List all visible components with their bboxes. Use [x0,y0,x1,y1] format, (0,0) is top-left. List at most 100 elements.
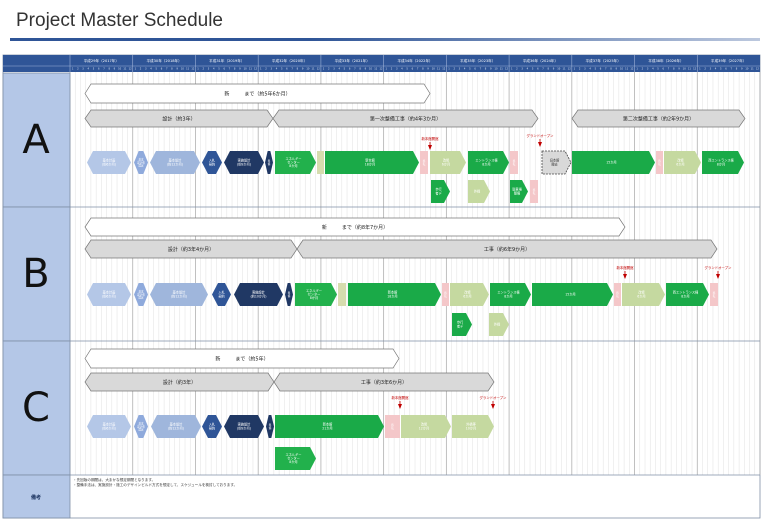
month-label: 1 [385,67,387,70]
task-bar [212,283,231,306]
phase-label: 第一次整備工事（約4年3か月） [370,115,441,122]
month-label: 7 [291,67,293,70]
month-label: 12 [693,67,697,70]
month-label: 5 [155,67,157,70]
month-label: 5 [218,67,220,70]
task-bar [468,180,490,203]
month-label: 3 [647,67,649,70]
month-label: 1 [574,67,576,70]
milestone-marker-icon [623,274,627,279]
month-label: 10 [494,67,498,70]
task-label: 入札契約 [209,422,216,431]
task-label: 外構 [474,189,481,194]
task-bar [134,415,148,438]
month-label: 11 [562,67,566,70]
month-label: 6 [725,67,727,70]
month-label: 10 [745,67,749,70]
month-label: 6 [349,67,351,70]
month-label: 4 [527,67,529,70]
month-label: 11 [123,67,127,70]
task-bar [275,151,316,174]
task-bar [266,415,274,438]
task-label: 入札契約 [209,158,216,167]
task-label: 15か月 [606,160,616,165]
milestone-label: グランドオープン [705,265,733,270]
month-label: 7 [480,67,482,70]
task-label: 準備 [269,423,272,430]
overall-duration-label: 新 まで（約8年7か月） [322,224,388,231]
timeline-header [3,55,760,72]
month-label: 8 [736,67,738,70]
task-bar [202,415,222,438]
month-label: 4 [589,67,591,70]
task-label: 外構 [494,322,501,327]
phase-bar [571,109,746,128]
month-label: 11 [500,67,504,70]
month-label: 5 [595,67,597,70]
task-bar [134,151,148,174]
month-label: 8 [422,67,424,70]
task-bar [530,180,538,203]
task-bar [317,151,324,174]
month-label: 2 [328,67,330,70]
year-label: 平成35年（2023年） [460,58,495,63]
task-label: 移転 [391,423,394,430]
month-label: 6 [663,67,665,70]
month-label: 7 [605,67,607,70]
month-label: 10 [369,67,373,70]
month-label: 10 [118,67,122,70]
task-bar [572,151,655,174]
milestone-marker-icon [538,142,542,147]
milestone-marker-icon [491,404,495,409]
month-label: 3 [270,67,272,70]
month-label: 10 [432,67,436,70]
overall-duration-label: 新 まで（約5年6か月） [224,90,290,97]
task-bar [325,151,419,174]
month-label: 2 [265,67,267,70]
month-label: 12 [317,67,321,70]
task-bar [202,151,222,174]
year-label: 平成39年（2027年） [711,58,746,63]
month-label: 11 [312,67,316,70]
milestone-label: 新本館開館 [392,395,410,400]
month-label: 4 [88,67,90,70]
month-label: 8 [171,67,173,70]
task-label: 15か月 [565,292,575,297]
year-label: 平成29年（2017年） [84,58,119,63]
month-label: 6 [98,67,100,70]
month-label: 10 [557,67,561,70]
task-bar [614,283,621,306]
month-label: 4 [401,67,403,70]
month-label: 1 [448,67,450,70]
task-bar [450,283,489,306]
task-label: 移転 [423,159,426,166]
section-label-a: A [22,117,50,163]
overall-duration-bar [84,83,431,104]
month-label: 4 [715,67,717,70]
phase-label: 第二次整備工事（約2年9か月） [623,115,694,122]
section-label-cell [2,72,71,208]
month-label: 11 [751,67,755,70]
task-label: 移転 [658,159,661,166]
month-label: 8 [297,67,299,70]
month-label: 7 [354,67,356,70]
task-bar [452,415,494,438]
month-label: 3 [82,67,84,70]
phase-bar [273,372,495,392]
month-label: 12 [129,67,133,70]
notes-label-cell [2,474,71,519]
task-bar [490,283,531,306]
task-bar [532,283,613,306]
milestone-marker-icon [716,274,720,279]
month-label: 2 [140,67,142,70]
note-line: ・整備手法は、実施設計・施工のデザインビルド方式を想定して、スケジュールを検討し… [73,482,237,487]
month-label: 1 [72,67,74,70]
task-label: 基本設計者選定 [137,158,145,168]
month-label: 2 [77,67,79,70]
task-bar [150,283,208,306]
month-label: 9 [365,67,367,70]
